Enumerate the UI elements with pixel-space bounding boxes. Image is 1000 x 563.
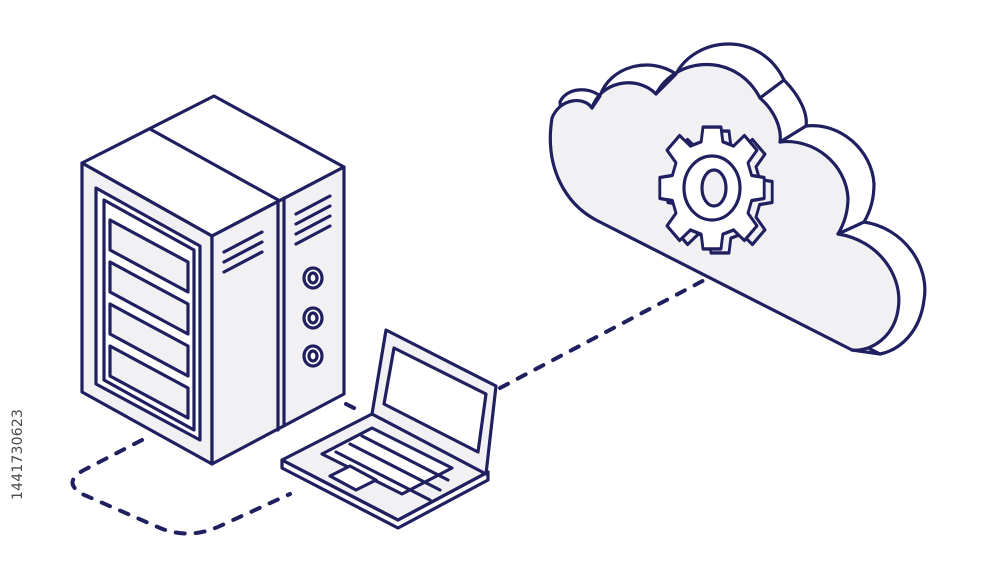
gear-ring <box>682 154 742 222</box>
laptop-base-edge <box>280 458 490 530</box>
connector-laptop-cloud <box>498 274 714 390</box>
cloud-ridge <box>758 78 786 100</box>
gear-icon <box>658 125 774 255</box>
connector-server-laptop-join <box>344 402 360 412</box>
drive-bay-1 <box>108 218 190 294</box>
cloud-ridge <box>836 220 866 236</box>
server-button-inner <box>307 311 319 325</box>
vent-line <box>222 250 264 274</box>
vent-line <box>294 194 332 216</box>
cloud-ridge <box>778 124 808 144</box>
server-button-inner <box>307 271 319 285</box>
cloud-gear-icon <box>548 42 927 356</box>
cloud-ridge <box>850 348 882 356</box>
stock-id-text: 1441730623 <box>10 408 26 500</box>
server-rack-icon <box>80 94 346 466</box>
keyboard-row <box>334 450 432 502</box>
server-button <box>302 344 324 368</box>
server-button <box>302 306 324 330</box>
laptop-screen <box>382 346 488 454</box>
drive-bay-3 <box>108 302 190 378</box>
gear-hole <box>700 168 728 208</box>
connector-server-laptop <box>70 438 292 536</box>
keyboard-row <box>360 434 450 482</box>
cloud-ridge <box>590 94 602 110</box>
laptop-icon <box>280 328 498 530</box>
server-door-inner <box>102 198 196 432</box>
vent-line <box>294 214 332 236</box>
keyboard-row <box>348 442 442 492</box>
stock-id-label: 1441730623 <box>5 320 33 500</box>
vent-line <box>222 230 264 254</box>
server-button <box>302 266 324 290</box>
vent-line <box>294 224 332 246</box>
vent-line <box>294 204 332 226</box>
vent-line <box>222 240 264 264</box>
server-top-seam <box>148 127 282 203</box>
cloud-ridge <box>654 72 678 96</box>
drive-bay-2 <box>108 260 190 336</box>
laptop-touchpad <box>328 464 378 492</box>
drive-bay-4 <box>108 344 190 420</box>
server-button-inner <box>307 349 319 363</box>
